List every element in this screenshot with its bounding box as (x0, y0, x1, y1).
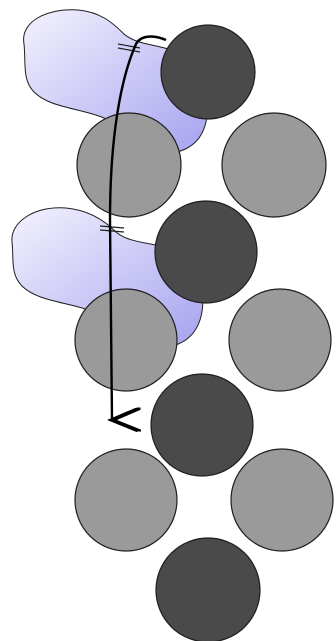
sphere-light-3b (231, 449, 333, 551)
sphere-dark-1 (161, 25, 255, 119)
sphere-light-3a (75, 449, 177, 551)
sphere-dark-3 (151, 374, 253, 476)
sphere-layer (75, 25, 333, 641)
sphere-light-1b (222, 113, 326, 217)
sphere-dark-4 (156, 538, 260, 641)
sphere-light-2b (229, 289, 331, 391)
sphere-light-2a (75, 289, 177, 391)
sphere-dark-2 (155, 201, 257, 303)
sphere-light-1a (77, 113, 181, 217)
